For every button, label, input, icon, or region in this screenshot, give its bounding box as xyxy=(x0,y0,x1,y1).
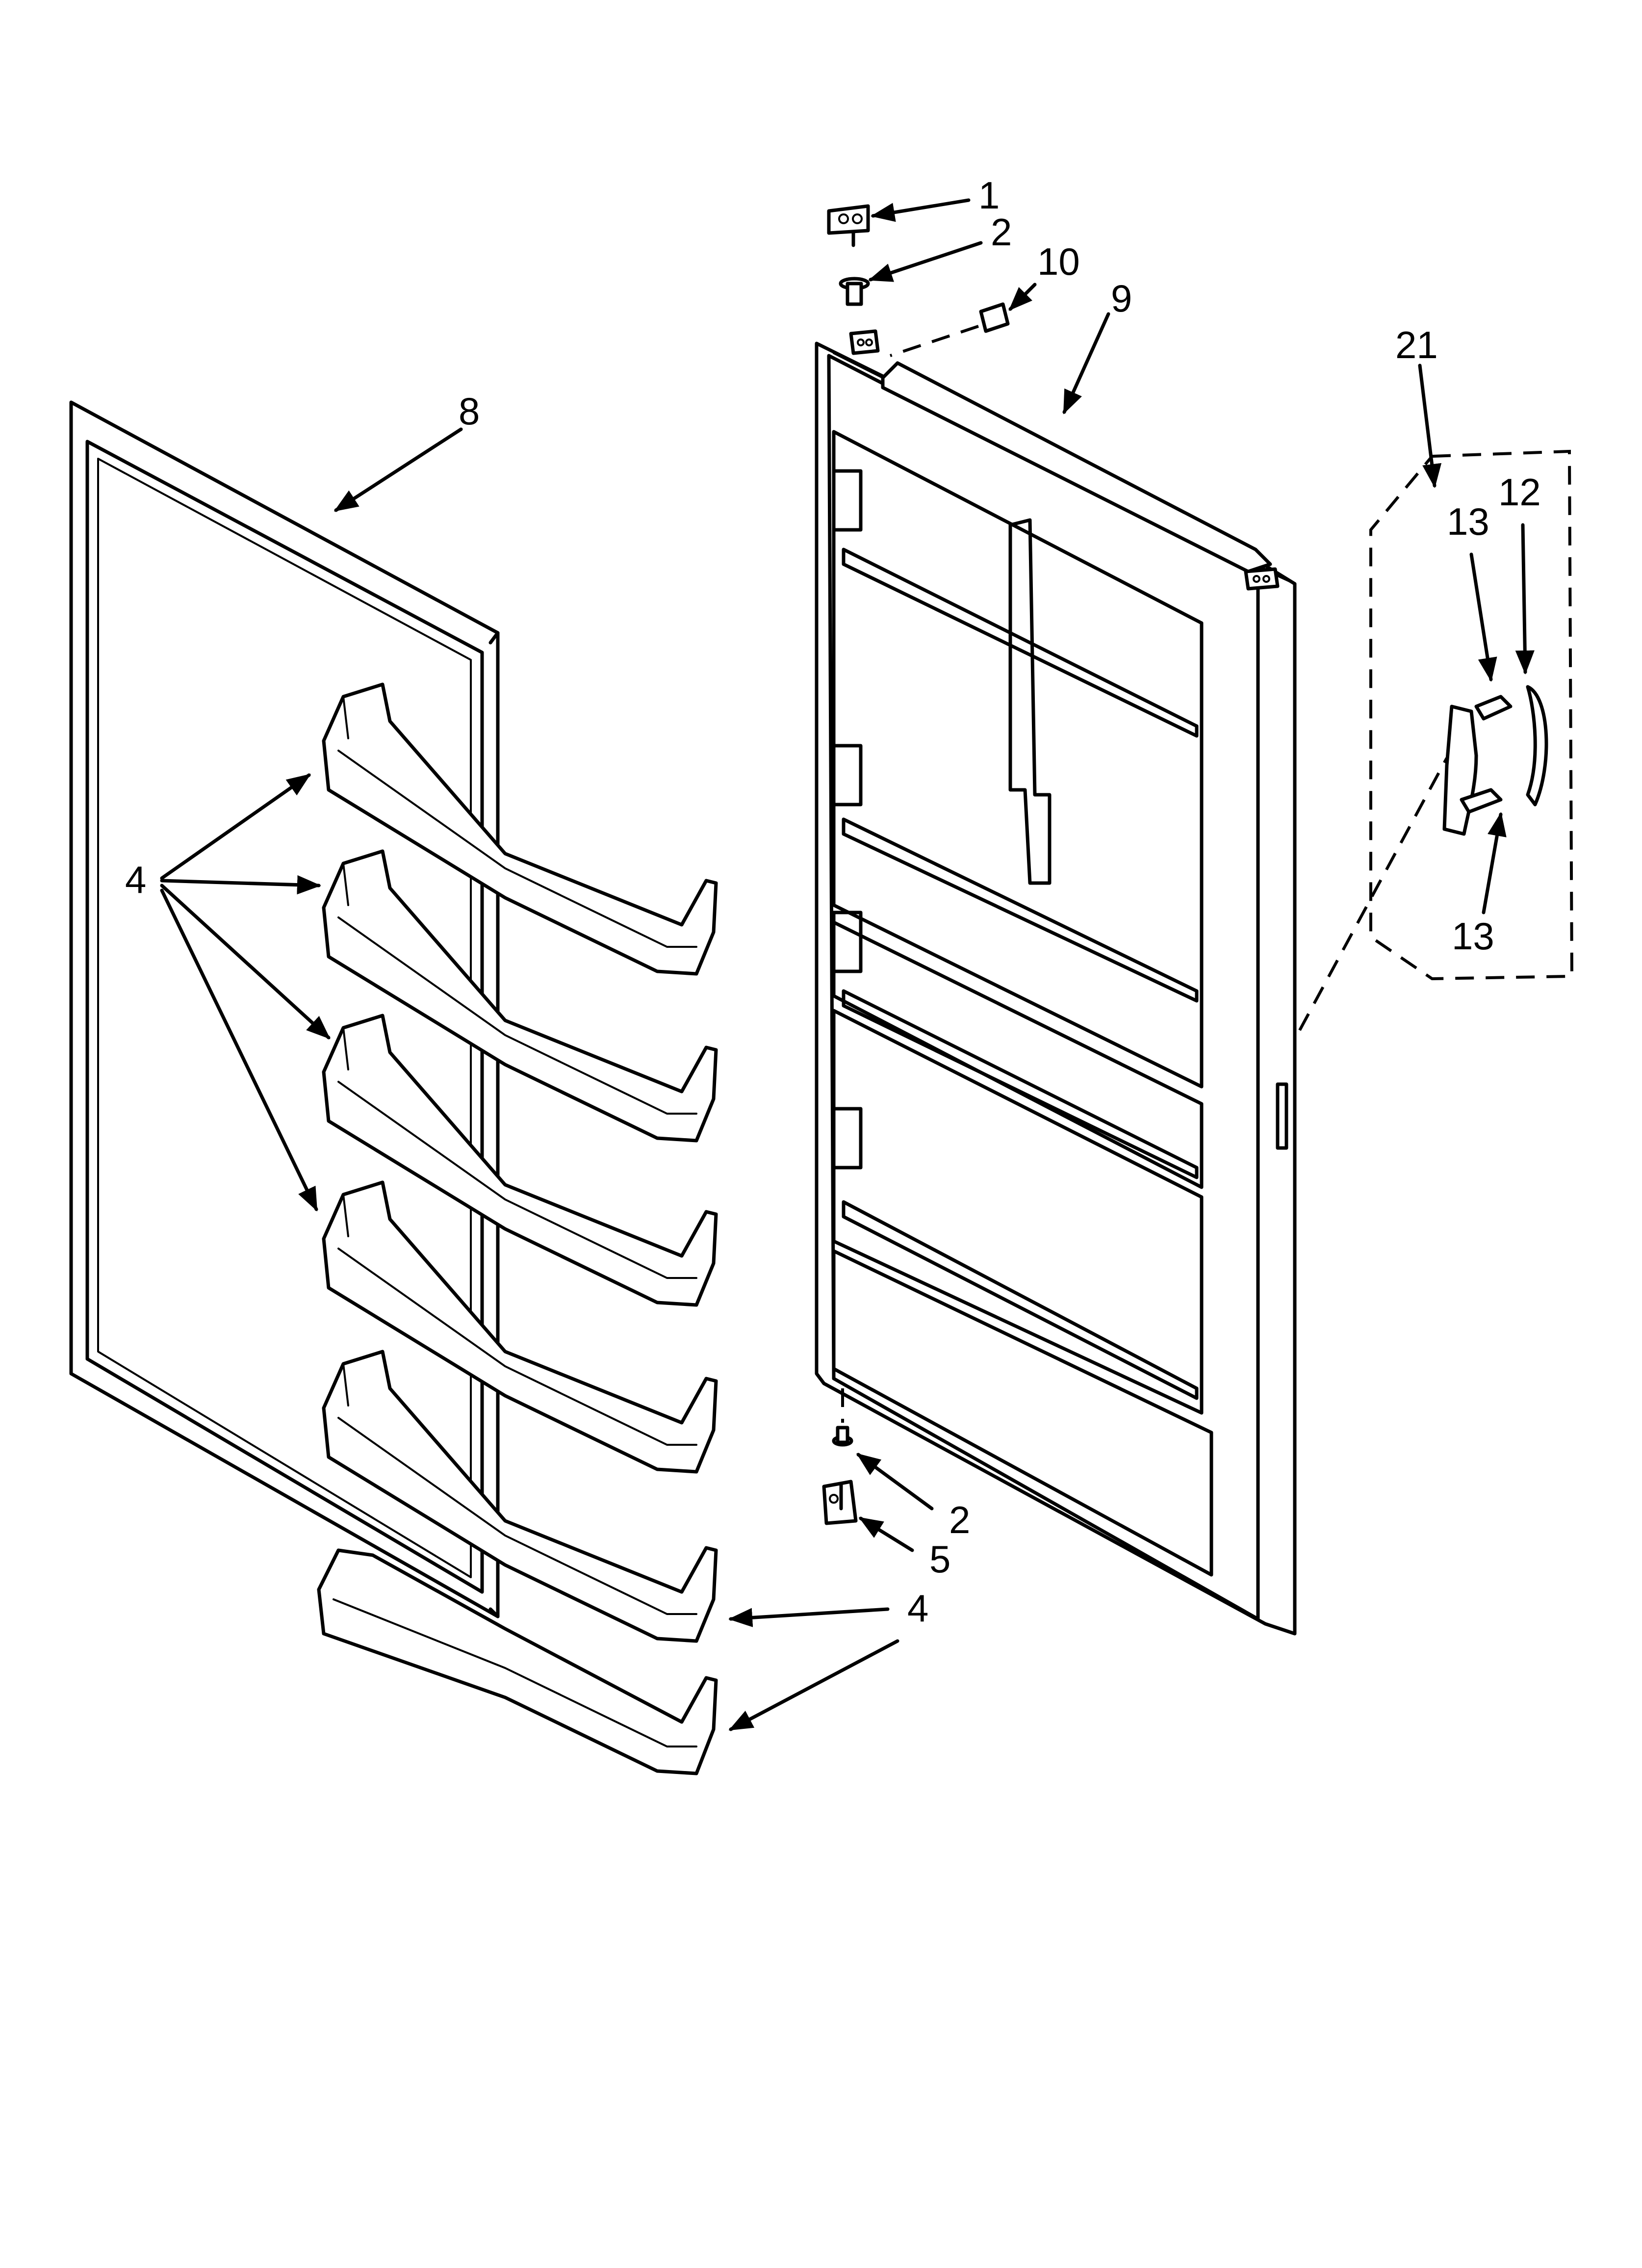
refrigerator-door xyxy=(815,341,1297,1636)
leader-8 xyxy=(334,427,463,512)
leader-2-bottom xyxy=(856,1453,934,1511)
door-bin xyxy=(322,1180,718,1474)
leader-1 xyxy=(871,198,971,222)
leader-13-bottom xyxy=(1482,812,1507,914)
leader-9 xyxy=(1062,312,1110,415)
callout-8: 8 xyxy=(459,390,480,433)
hinge-bushing-bottom xyxy=(832,1388,853,1447)
callout-1: 1 xyxy=(978,174,1000,217)
leader-4-d xyxy=(160,888,318,1212)
door-bin xyxy=(322,1350,718,1643)
leader-4-e xyxy=(728,1607,890,1627)
door-label xyxy=(890,302,1010,357)
callout-labels: 1 2 10 9 21 8 13 12 4 13 2 5 4 xyxy=(125,174,1541,1630)
leader-21 xyxy=(1418,364,1442,488)
leader-arrows xyxy=(160,198,1535,1731)
door-bin xyxy=(322,682,718,976)
callout-13-top: 13 xyxy=(1447,500,1489,543)
handle-kit xyxy=(1298,449,1574,1031)
bottom-hinge xyxy=(822,1480,858,1525)
callout-2-bottom: 2 xyxy=(949,1498,970,1541)
leader-2-top xyxy=(868,241,983,282)
callout-9: 9 xyxy=(1111,277,1132,320)
callout-12: 12 xyxy=(1498,470,1541,514)
leader-4-a xyxy=(160,773,311,880)
door-bin-bottom xyxy=(317,1548,718,1775)
door-bins xyxy=(317,682,718,1775)
door-bin xyxy=(322,1014,718,1307)
callout-21: 21 xyxy=(1395,323,1438,366)
leader-10 xyxy=(1008,283,1037,311)
leader-4-f xyxy=(728,1639,899,1731)
top-hinge xyxy=(827,204,870,247)
callout-2-top: 2 xyxy=(991,210,1012,254)
hinge-bushing-top xyxy=(839,277,870,306)
leader-4-c xyxy=(160,884,331,1040)
callout-4-right: 4 xyxy=(907,1587,928,1630)
callout-10: 10 xyxy=(1037,240,1080,283)
door-bin xyxy=(322,849,718,1143)
leader-12 xyxy=(1515,523,1535,675)
door-top-hinge-plate-right xyxy=(1244,567,1280,591)
door-top-hinge-plate xyxy=(849,329,880,355)
callout-5: 5 xyxy=(929,1538,950,1581)
callout-13-bottom: 13 xyxy=(1452,914,1494,958)
leader-13-top xyxy=(1469,552,1497,682)
leader-5 xyxy=(858,1516,914,1552)
callout-4-left: 4 xyxy=(125,858,146,901)
leader-4-b xyxy=(160,875,321,895)
